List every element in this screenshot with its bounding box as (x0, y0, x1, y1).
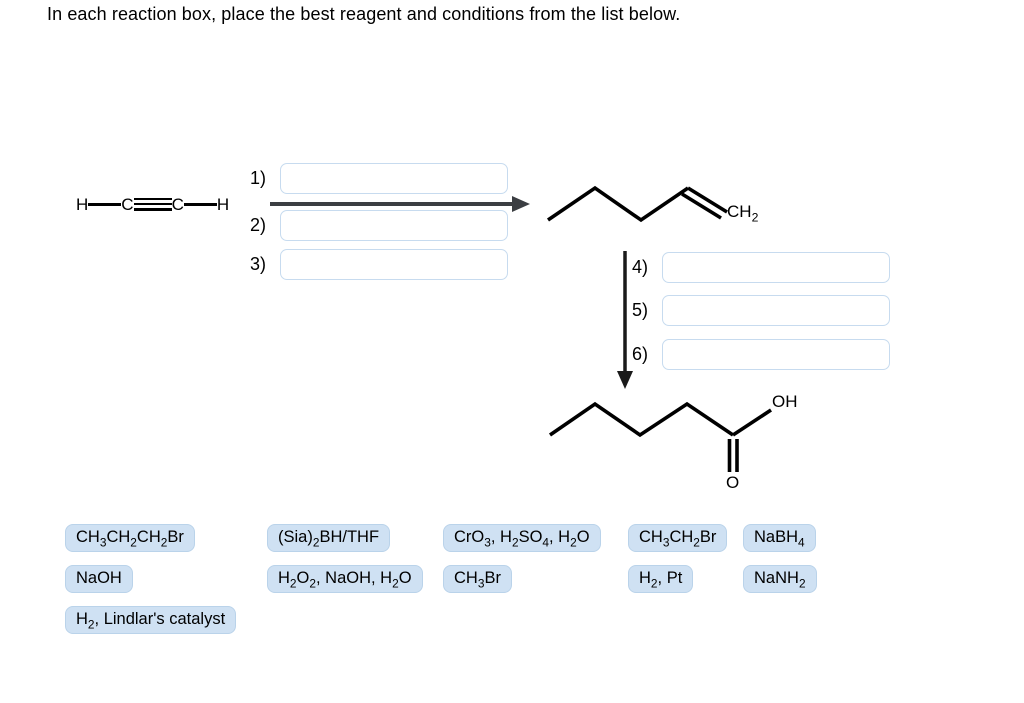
oh-label: OH (772, 392, 798, 411)
reaction-input-2[interactable] (280, 210, 508, 241)
single-bond (183, 202, 217, 206)
ch2-label: CH2 (727, 202, 759, 225)
atom-label: C (171, 194, 184, 214)
step-label: 5) (632, 300, 649, 320)
triple-bond (133, 197, 172, 211)
reagent-chip[interactable]: NaOH (65, 565, 133, 593)
reagent-chip[interactable]: NaBH4 (743, 524, 816, 552)
atom-label: H (76, 194, 89, 214)
reagent-chip[interactable]: CH3Br (443, 565, 512, 593)
step-row: 1) (250, 163, 508, 194)
acetylene-structure: H C C H (76, 192, 229, 216)
o-label: O (726, 473, 740, 492)
reagent-chip[interactable]: (Sia)2BH/THF (267, 524, 391, 552)
reaction-arrow-down (617, 251, 633, 389)
reagent-chip[interactable]: CH3CH2Br (628, 524, 728, 552)
step-row: 5) (632, 295, 890, 326)
reagent-chip[interactable]: NaNH2 (743, 565, 817, 593)
step-label: 1) (250, 168, 267, 188)
step-row: 4) (632, 252, 890, 283)
reaction-input-5[interactable] (662, 295, 890, 326)
step-row: 3) (250, 249, 508, 280)
atom-label: C (121, 194, 134, 214)
step-label: 6) (632, 344, 649, 364)
reaction-input-4[interactable] (662, 252, 890, 283)
reagent-chip[interactable]: H2, Lindlar's catalyst (65, 606, 237, 634)
reaction-arrow-right (270, 196, 530, 212)
reaction-input-6[interactable] (662, 339, 890, 370)
reagent-chip[interactable]: CrO3, H2SO4, H2O (443, 524, 601, 552)
reagent-chip[interactable]: CH3CH2CH2Br (65, 524, 195, 552)
step-label: 2) (250, 215, 267, 235)
reagent-column: CrO3, H2SO4, H2O CH3Br (443, 524, 601, 593)
single-bond (88, 202, 122, 206)
pentene-structure (546, 185, 728, 223)
page-title: In each reaction box, place the best rea… (47, 4, 681, 24)
reagent-chip[interactable]: H2, Pt (628, 565, 694, 593)
reagent-chip[interactable]: H2O2, NaOH, H2O (267, 565, 423, 593)
reagent-column: (Sia)2BH/THF H2O2, NaOH, H2O (267, 524, 423, 593)
step-row: 2) (250, 210, 508, 241)
step-row: 6) (632, 339, 890, 370)
reaction-input-3[interactable] (280, 249, 508, 280)
step-label: 3) (250, 254, 267, 274)
pentanoic-acid-structure (548, 401, 772, 472)
atom-label: H (216, 194, 230, 214)
step-label: 4) (632, 257, 649, 277)
reaction-input-1[interactable] (280, 163, 508, 194)
